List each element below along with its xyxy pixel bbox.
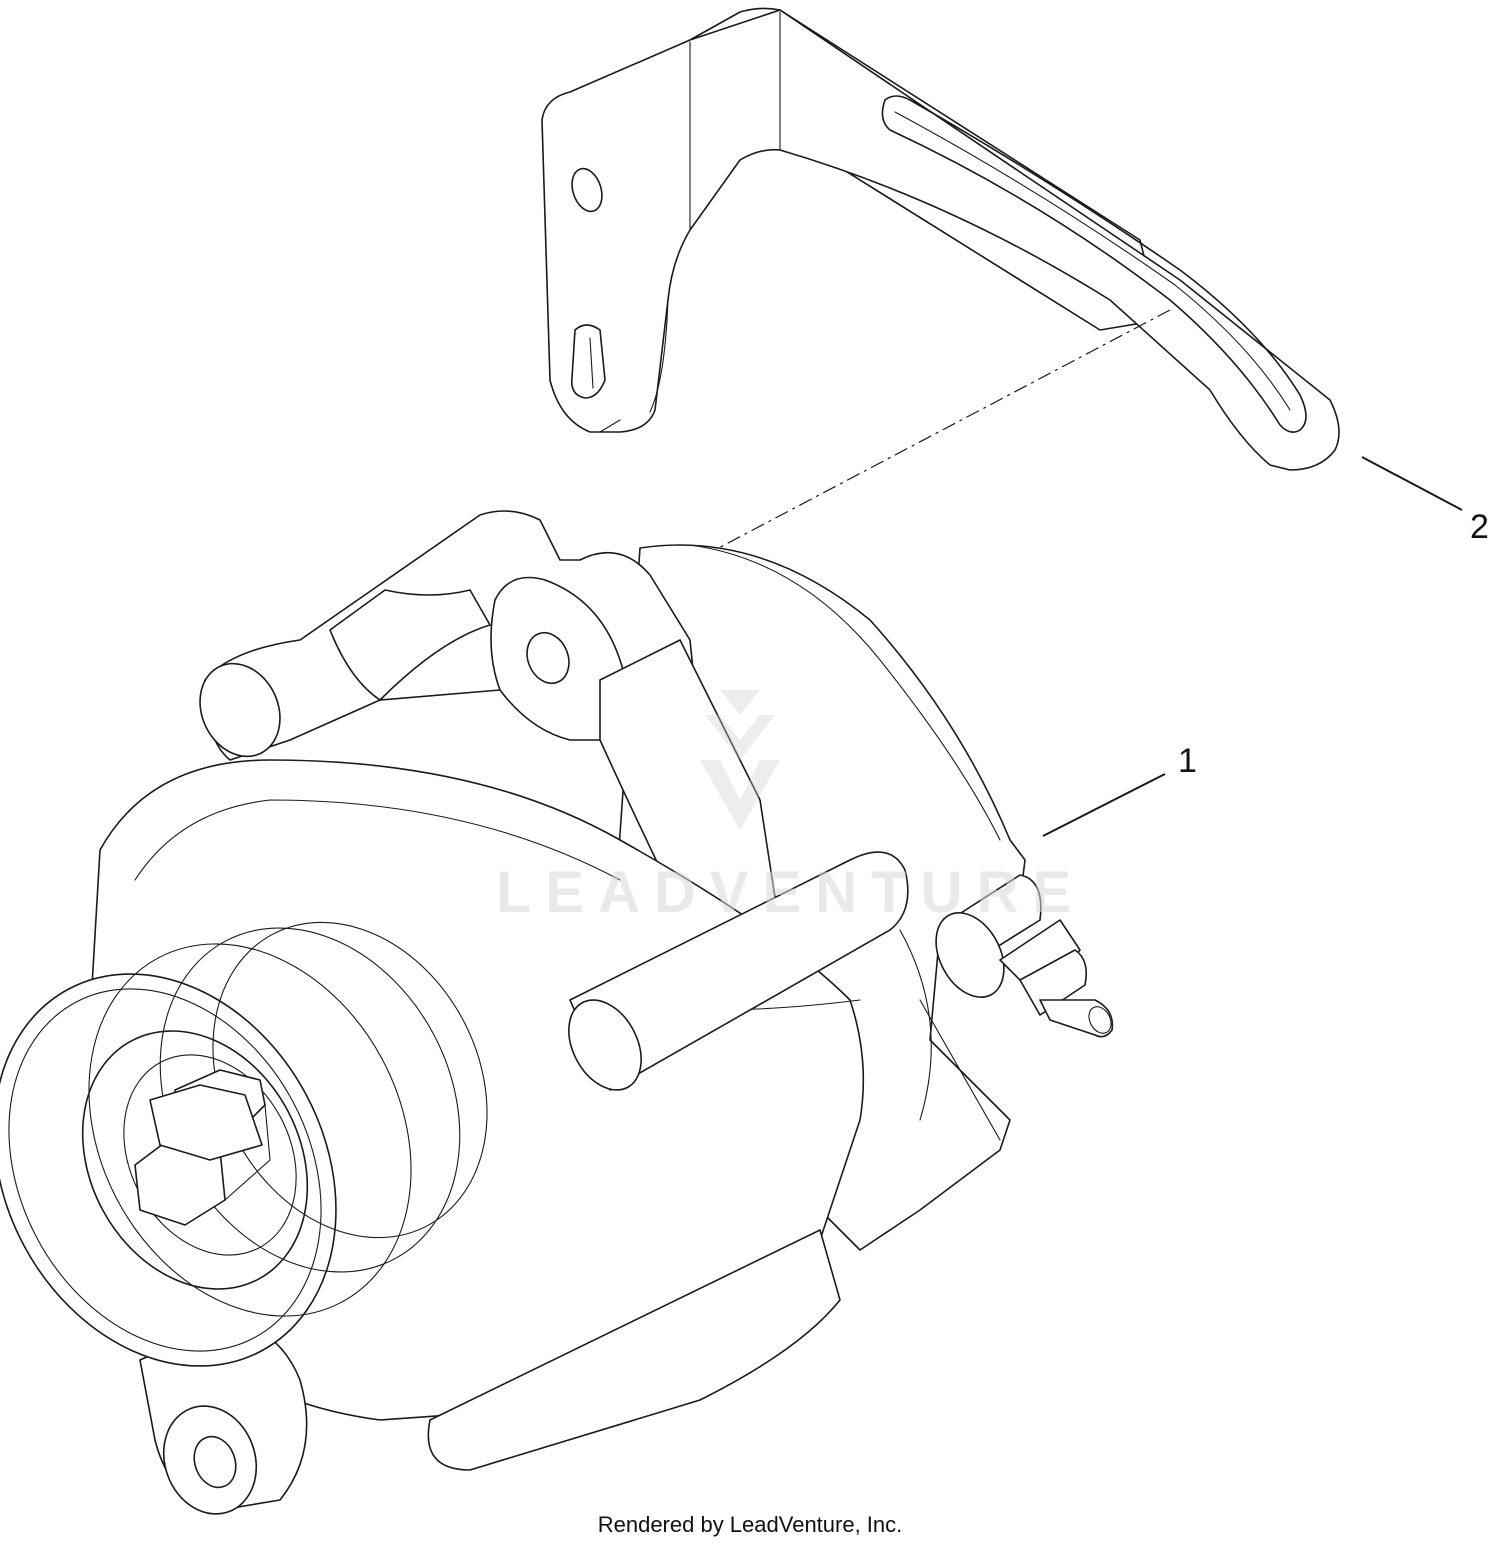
leader-line-2 (1361, 456, 1463, 511)
watermark-text: LEADVENTURE (496, 860, 1085, 925)
callout-2[interactable]: 2 (1361, 456, 1489, 546)
alternator[interactable] (0, 510, 1115, 1527)
watermark: LEADVENTURE (496, 690, 1085, 925)
leader-line-1 (1042, 773, 1166, 837)
mounting-bracket[interactable] (541, 7, 1340, 471)
footer-credit: Rendered by LeadVenture, Inc. (597, 1512, 903, 1537)
callout-1[interactable]: 1 (1042, 742, 1197, 837)
callout-label-2: 2 (1470, 508, 1489, 546)
callout-label-1: 1 (1178, 742, 1197, 780)
leadventure-logo-icon (700, 690, 780, 830)
